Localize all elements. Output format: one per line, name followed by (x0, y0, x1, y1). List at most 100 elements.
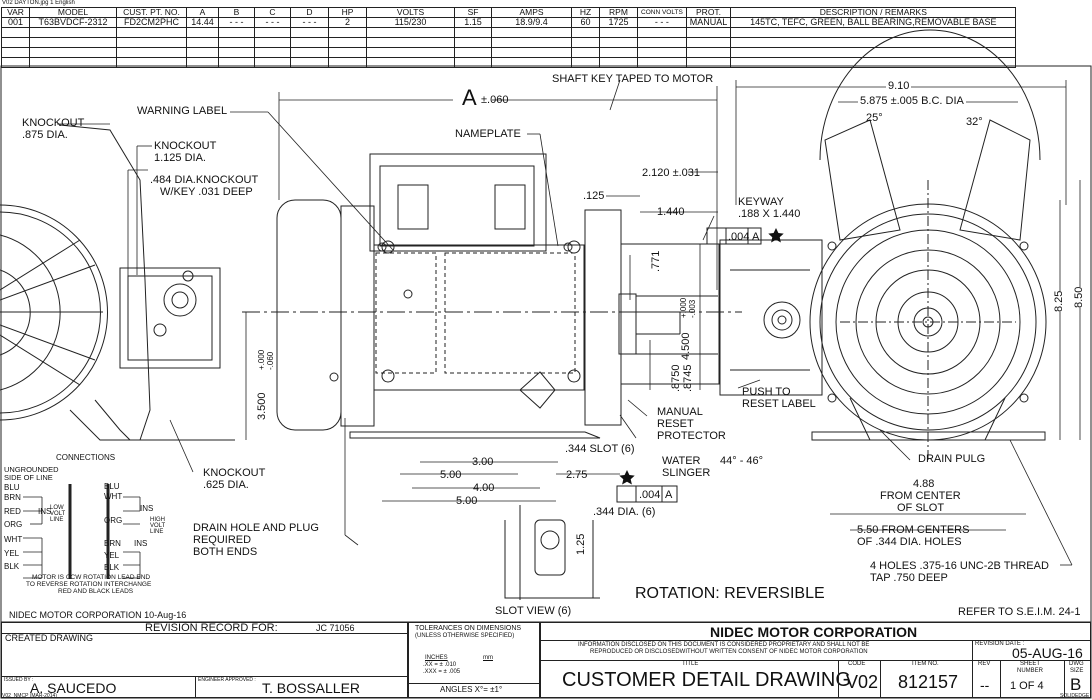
centers-holes-line2: OF .344 DIA. HOLES (857, 536, 962, 548)
slot-view-label: SLOT VIEW (6) (495, 605, 572, 617)
dimension-4500: 4.500 (680, 332, 692, 360)
dimension-3500: 3.500 (256, 392, 268, 420)
revision-record-box (1, 622, 408, 698)
tol-xx: .XX = ± .010 (423, 662, 457, 668)
dimension-3500-tol-2: -.060 (266, 351, 275, 370)
disclaimer-line2: REPRODUCED OR DISCLOSEDWITHOUT WRITTEN C… (590, 649, 868, 655)
manual-reset-line1: MANUAL (657, 406, 703, 418)
stars (619, 228, 784, 485)
bolt-circle-label: 5.875 ±.005 B.C. DIA (858, 95, 966, 107)
keyway-line1: KEYWAY (738, 196, 784, 208)
holes-thread-line1: 4 HOLES .375-16 UNC-2B THREAD (870, 560, 1049, 572)
low-volt-line3: LINE (50, 517, 64, 523)
angle-label: 44° - 46° (720, 455, 764, 467)
knockout-875-line2: .875 DIA. (22, 129, 68, 141)
dimension-910: 9.10 (886, 80, 912, 92)
inches-label: INCHES (425, 655, 448, 661)
holes-thread-line2: TAP .750 DEEP (870, 572, 948, 584)
tolerances-line1: TOLERANCES ON DIMENSIONS (415, 625, 522, 632)
knockout-1125-line2: 1.125 DIA. (154, 152, 206, 164)
angle-32: 32° (966, 116, 983, 128)
tolerance-bottom-value: .004 (639, 489, 661, 501)
tolerance-top-value: .004 (728, 231, 750, 243)
sheet-label-line1: SHEET (1020, 661, 1041, 667)
push-reset-line2: RESET LABEL (742, 398, 816, 410)
lead-left: YEL (4, 549, 20, 558)
low-volt-line1: LOW (50, 505, 64, 511)
disclaimer-line1: INFORMATION DISCLOSED ON THIS DOCUMENT I… (578, 642, 870, 648)
ins-label: INS (134, 539, 148, 548)
knockout-625-line2: .625 DIA. (203, 479, 249, 491)
drawing-title: CUSTOMER DETAIL DRAWING (562, 669, 851, 691)
tolerance-bottom-datum: A (665, 489, 673, 501)
issued-by-label: ISSUED BY : (4, 677, 34, 683)
slot-344-label: .344 SLOT (6) (565, 443, 635, 455)
company-name: NIDEC MOTOR CORPORATION (710, 624, 918, 640)
drain-plug-label: DRAIN PULG (918, 453, 986, 465)
lead-right: ORG (104, 516, 123, 525)
connections-title: CONNECTIONS (56, 453, 116, 462)
lead-left: WHT (4, 535, 23, 544)
spec-table: VAR MODEL CUST. PT. NO. A B C D HP VOLTS… (1, 7, 1017, 68)
dimension-4500-tol-2: -.003 (688, 299, 697, 318)
sheet-number: 1 OF 4 (1010, 680, 1044, 692)
slot-view (504, 505, 600, 600)
dimension-500-b: 5.00 (456, 495, 478, 507)
title-label: TITLE (682, 661, 699, 667)
tolerances-line2: (UNLESS OTHERWISE SPECIFIED) (415, 633, 515, 639)
lead-left: RED (4, 507, 21, 516)
knockout-484-line1: .484 DIA.KNOCKOUT (150, 174, 259, 186)
leader-lines (57, 79, 1073, 566)
rev-label: REV (978, 661, 991, 667)
manual-reset-line3: PROTECTOR (657, 430, 726, 442)
high-volt-line2: VOLT (150, 523, 166, 529)
rev-value: -- (980, 677, 990, 693)
dimension-1440: 1.440 (657, 206, 685, 218)
lead-right: BLU (104, 482, 120, 491)
drain-hole-line2: REQUIRED (193, 534, 252, 546)
issued-by: A. SAUCEDO (30, 680, 117, 696)
revision-record-label: REVISION RECORD FOR: (145, 622, 278, 634)
dimension-8745: .8745 (682, 364, 694, 392)
created-drawing: CREATED DRAWING (5, 633, 94, 643)
dimension-771: .771 (650, 250, 662, 272)
ins-label: INS (38, 507, 52, 516)
center-slot-line2: FROM CENTER (880, 490, 961, 502)
mm-label: mm (483, 655, 493, 661)
angles-tolerance: ANGLES X°= ±1° (440, 685, 503, 694)
warning-label-callout: WARNING LABEL (137, 105, 228, 117)
jc-number: JC 71056 (316, 623, 355, 633)
dimension-a: A (462, 85, 477, 110)
dia-344-label: .344 DIA. (6) (593, 506, 656, 518)
spec-empty-row (1, 57, 1017, 68)
dwg-size: B (1070, 675, 1082, 694)
sheet-label-line2: NUMBER (1017, 668, 1044, 674)
lead-left: BLU (4, 483, 20, 492)
connection-diagram-lines (23, 484, 141, 579)
engineer-label: ENGINEER APPROVED : (198, 677, 256, 683)
center-slot-line3: OF SLOT (897, 502, 945, 514)
dimension-4500-tol-1: +.000 (679, 297, 688, 318)
high-volt-line3: LINE (150, 529, 164, 535)
connections-note-line2: TO REVERSE ROTATION INTERCHANGE (26, 581, 152, 588)
knockout-875-line1: KNOCKOUT (22, 117, 85, 129)
side-view-motor (242, 153, 742, 439)
lead-left: ORG (4, 520, 23, 529)
knockout-1125-line1: KNOCKOUT (154, 140, 217, 152)
center-slot-line1: 4.88 (913, 478, 935, 490)
dimension-3500-tol-1: +.000 (257, 349, 266, 370)
connections-note-line1: MOTOR IS CCW ROTATION LEAD END (32, 574, 151, 581)
dimension-825: 8.25 (1053, 290, 1065, 312)
end-view-left (0, 124, 235, 441)
dimension-2120: 2.120 ±.031 (642, 167, 701, 179)
face-view-right (719, 29, 1047, 462)
rotation-label: ROTATION: REVERSIBLE (635, 585, 825, 602)
dimension-850: 8.50 (1073, 286, 1085, 308)
nameplate-label: NAMEPLATE (455, 128, 521, 140)
shaft-key-label: SHAFT KEY TAPED TO MOTOR (552, 73, 714, 85)
keyway-line2: .188 X 1.440 (738, 208, 801, 220)
tol-xxx: .XXX = ± .005 (423, 669, 461, 675)
knockout-484-line2: W/KEY .031 DEEP (160, 186, 253, 198)
manual-reset-line2: RESET (657, 418, 694, 430)
